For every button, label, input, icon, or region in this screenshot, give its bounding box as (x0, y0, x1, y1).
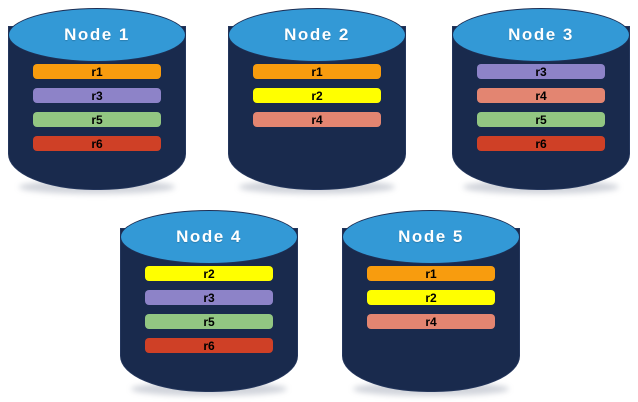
replica-bar[interactable]: r1 (366, 266, 496, 281)
replica-bar[interactable]: r6 (144, 338, 274, 353)
cylinder-top-disc (342, 210, 520, 264)
replica-stack: r1 r2 r4 (342, 266, 520, 329)
node-cylinder[interactable]: Node 3 r3 r4 r5 r6 (452, 8, 630, 194)
node-title: Node 4 (176, 227, 242, 246)
node-title: Node 2 (284, 25, 350, 44)
replica-bar[interactable]: r3 (476, 64, 606, 79)
replica-stack: r2 r3 r5 r6 (120, 266, 298, 353)
cylinder-top-disc (228, 8, 406, 62)
replica-stack: r3 r4 r5 r6 (452, 64, 630, 151)
replica-bar[interactable]: r5 (144, 314, 274, 329)
cylinder-top-disc (8, 8, 186, 62)
replica-stack: r1 r3 r5 r6 (8, 64, 186, 151)
node-cylinder[interactable]: Node 5 r1 r2 r4 (342, 210, 520, 396)
node-cylinder[interactable]: Node 4 r2 r3 r5 r6 (120, 210, 298, 396)
replica-bar[interactable]: r3 (32, 88, 162, 103)
replica-bar[interactable]: r4 (366, 314, 496, 329)
replica-bar[interactable]: r1 (252, 64, 382, 79)
replica-bar[interactable]: r4 (252, 112, 382, 127)
replica-stack: r1 r2 r4 (228, 64, 406, 127)
replica-bar[interactable]: r4 (476, 88, 606, 103)
replica-bar[interactable]: r6 (32, 136, 162, 151)
node-title: Node 5 (398, 227, 464, 246)
replica-bar[interactable]: r2 (252, 88, 382, 103)
replica-bar[interactable]: r2 (366, 290, 496, 305)
replica-bar[interactable]: r1 (32, 64, 162, 79)
replica-bar[interactable]: r6 (476, 136, 606, 151)
node-cylinder[interactable]: Node 1 r1 r3 r5 r6 (8, 8, 186, 194)
cylinder-top-disc (120, 210, 298, 264)
node-title: Node 3 (508, 25, 574, 44)
replica-bar[interactable]: r5 (32, 112, 162, 127)
replica-bar[interactable]: r2 (144, 266, 274, 281)
node-title: Node 1 (64, 25, 130, 44)
replica-bar[interactable]: r3 (144, 290, 274, 305)
node-cylinder[interactable]: Node 2 r1 r2 r4 (228, 8, 406, 194)
replica-bar[interactable]: r5 (476, 112, 606, 127)
cylinder-top-disc (452, 8, 630, 62)
